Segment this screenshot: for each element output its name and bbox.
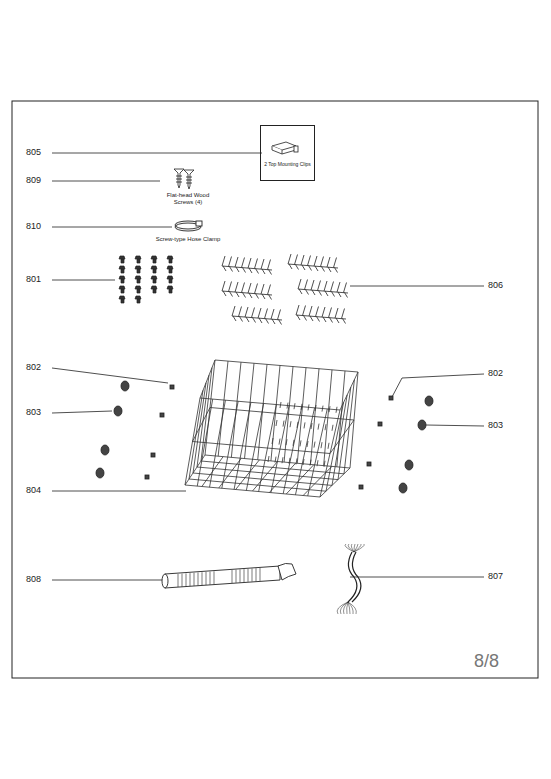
callout-number: 802 bbox=[26, 363, 41, 373]
callout-number: 804 bbox=[26, 486, 41, 496]
part-caption: Screw-type Hose Clamp bbox=[156, 236, 221, 243]
callout-number: 810 bbox=[26, 222, 41, 232]
callout-number: 809 bbox=[26, 176, 41, 186]
callout-number: 807 bbox=[488, 572, 503, 582]
callout-number: 801 bbox=[26, 275, 41, 285]
callout-number: 803 bbox=[26, 408, 41, 418]
box-caption: 2 Top Mounting Clips bbox=[263, 162, 312, 168]
parts-box: 2 Top Mounting Clips bbox=[260, 125, 315, 181]
callout-number: 806 bbox=[488, 281, 503, 291]
part-caption: Flat-head Wood Screws (4) bbox=[162, 192, 214, 205]
callout-number: 805 bbox=[26, 148, 41, 158]
callout-number: 808 bbox=[26, 575, 41, 585]
page-number: 8/8 bbox=[474, 652, 499, 672]
callout-number: 802 bbox=[488, 369, 503, 379]
callout-number: 803 bbox=[488, 421, 503, 431]
